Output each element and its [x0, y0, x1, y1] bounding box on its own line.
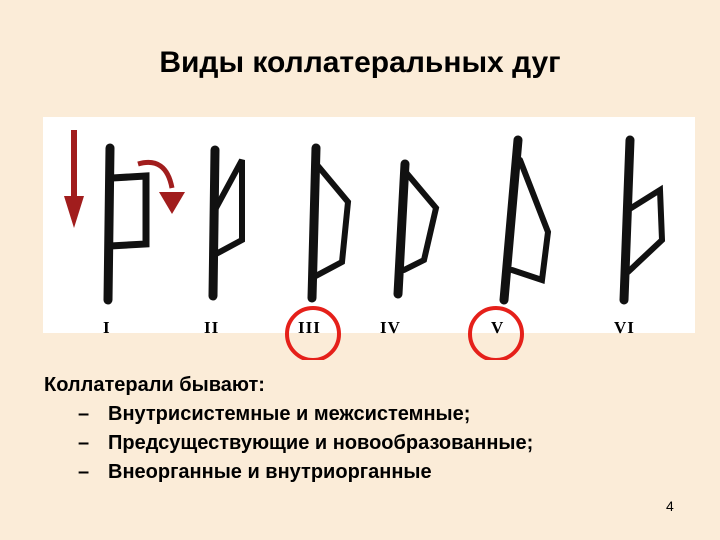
- list-item: –Внеорганные и внутриорганные: [78, 458, 533, 487]
- arc-type-4: [393, 159, 440, 299]
- curved-arrow-icon: [137, 160, 185, 214]
- list-item: –Предсуществующие и новообразованные;: [78, 429, 533, 458]
- bullet-marker: –: [78, 403, 90, 425]
- numeral-vi: VI: [614, 318, 635, 337]
- arc-type-1: [103, 143, 150, 305]
- bullet-text: Внеорганные и внутриорганные: [108, 461, 432, 483]
- numeral-ii: II: [204, 318, 220, 337]
- numeral-i: I: [103, 318, 111, 337]
- numeral-iii: III: [298, 318, 321, 337]
- bullet-text: Внутрисистемные и межсистемные;: [108, 403, 471, 425]
- bullet-text: Предсуществующие и новообразованные;: [108, 432, 534, 454]
- arc-type-3: [307, 143, 352, 303]
- slide-title: Виды коллатеральных дуг: [159, 46, 561, 79]
- highlight-circle-iii: [285, 306, 341, 360]
- down-arrow-icon: [64, 130, 84, 228]
- lead-text: Коллатерали бывают:: [44, 374, 265, 396]
- collateral-arc-diagram: [64, 130, 666, 360]
- numeral-v: V: [491, 318, 505, 337]
- bullet-marker: –: [78, 432, 90, 454]
- highlight-circle-v: [468, 306, 524, 360]
- arc-type-6: [619, 135, 666, 305]
- bullet-list: –Внутрисистемные и межсистемные; –Предсу…: [78, 400, 533, 487]
- collateral-arc-figure: [43, 117, 695, 333]
- arc-type-5: [499, 135, 552, 305]
- numeral-iv: IV: [380, 318, 401, 337]
- list-item: –Внутрисистемные и межсистемные;: [78, 400, 533, 429]
- arc-type-2: [208, 145, 245, 301]
- page-number: 4: [666, 498, 674, 514]
- bullet-marker: –: [78, 461, 90, 483]
